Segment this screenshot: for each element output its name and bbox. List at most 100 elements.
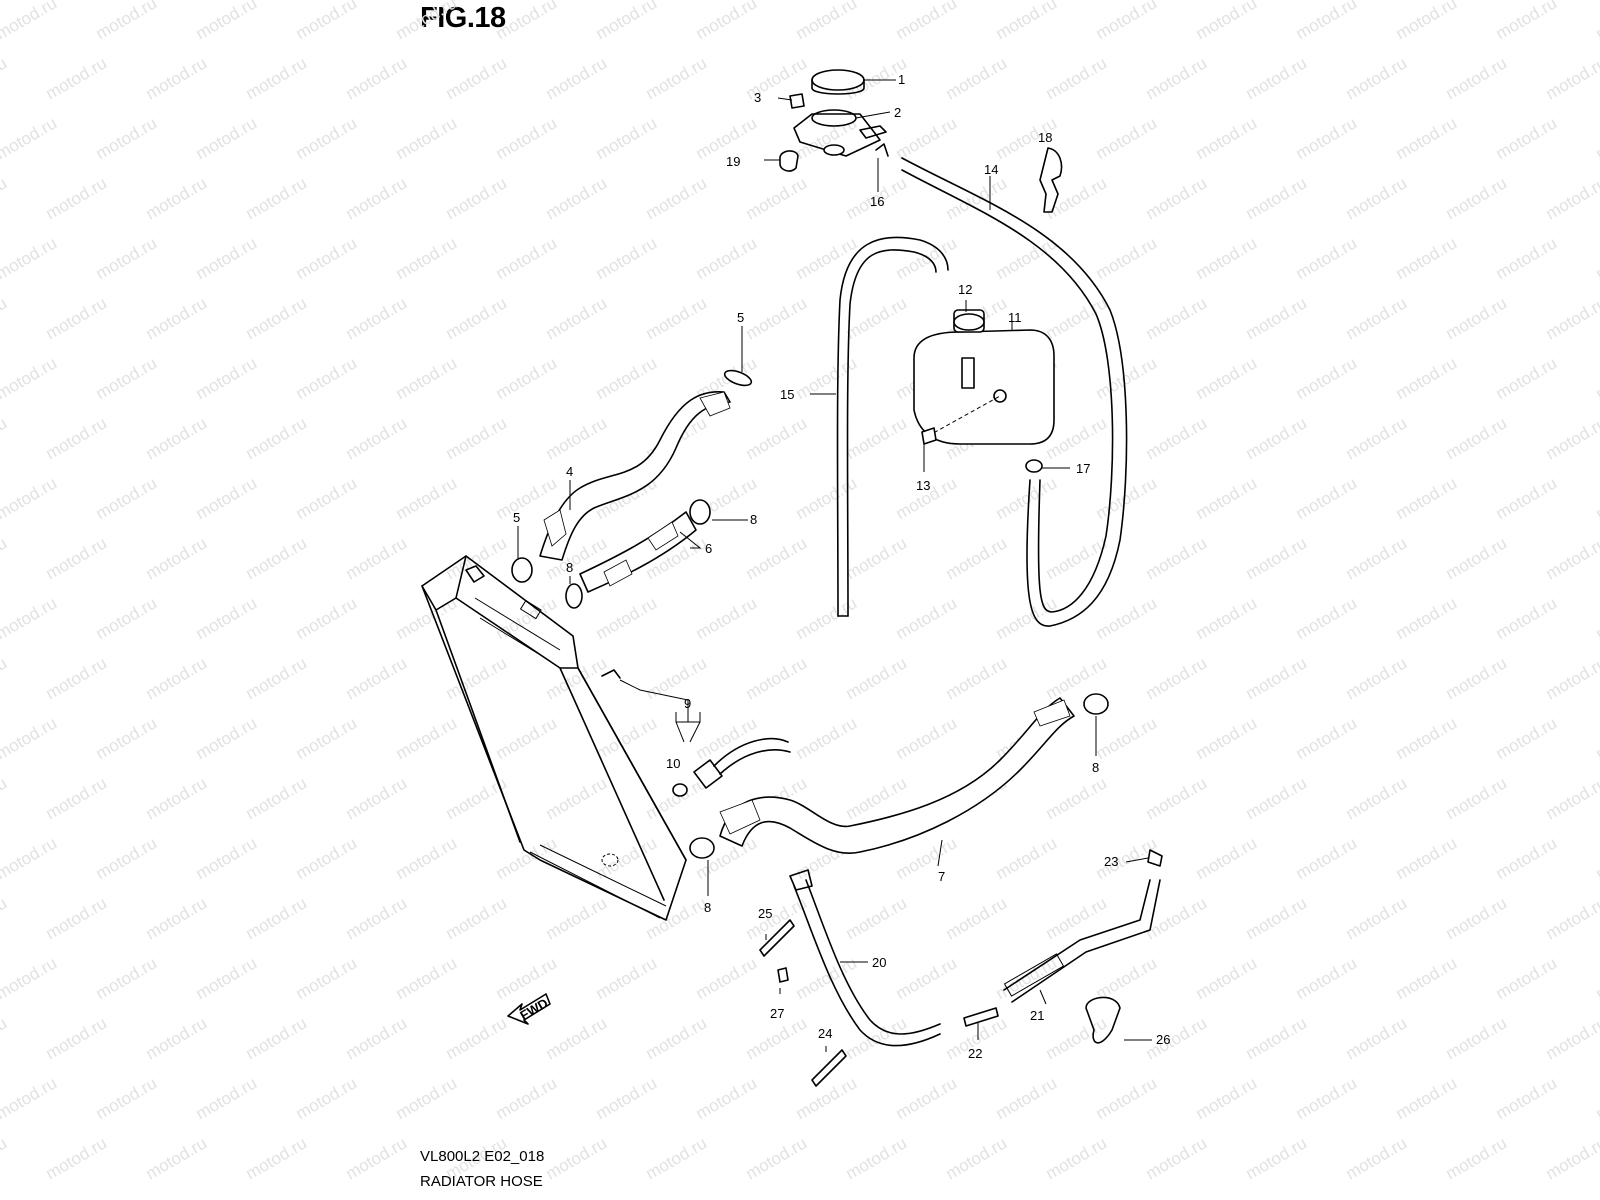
watermark-text: motod.ru — [1143, 653, 1211, 703]
watermark-text: motod.ru — [1543, 653, 1600, 703]
filler-neck-assembly — [779, 69, 1063, 213]
watermark-text: motod.ru — [1593, 473, 1600, 523]
watermark-text: motod.ru — [793, 353, 861, 403]
watermark-text: motod.ru — [1543, 173, 1600, 223]
watermark-text: motod.ru — [893, 1073, 961, 1123]
watermark-text: motod.ru — [543, 173, 611, 223]
watermark-text: motod.ru — [1193, 233, 1261, 283]
watermark-text: motod.ru — [1293, 353, 1361, 403]
watermark-text: motod.ru — [593, 113, 661, 163]
watermark-text: motod.ru — [343, 1133, 411, 1183]
watermark-text: motod.ru — [1243, 1133, 1311, 1183]
watermark-text: motod.ru — [1393, 593, 1461, 643]
watermark-text: motod.ru — [243, 1013, 311, 1063]
watermark-text: motod.ru — [1493, 593, 1561, 643]
watermark-text: motod.ru — [1543, 293, 1600, 343]
callout-11: 11 — [1008, 310, 1022, 325]
watermark-text: motod.ru — [1243, 413, 1311, 463]
watermark-text: motod.ru — [43, 413, 111, 463]
watermark-text: motod.ru — [0, 1133, 10, 1183]
callout-9: 9 — [684, 696, 691, 711]
watermark-text: motod.ru — [793, 1073, 861, 1123]
reservoir-hoses — [836, 157, 1128, 627]
watermark-text: motod.ru — [1543, 1133, 1600, 1183]
watermark-text: motod.ru — [1243, 893, 1311, 943]
watermark-text: motod.ru — [1593, 353, 1600, 403]
watermark-text: motod.ru — [1093, 713, 1161, 763]
callout-23: 23 — [1104, 854, 1118, 869]
watermark-text: motod.ru — [543, 1133, 611, 1183]
watermark-text: motod.ru — [593, 713, 661, 763]
watermark-text: motod.ru — [1143, 533, 1211, 583]
watermark-text: motod.ru — [1243, 293, 1311, 343]
watermark-text: motod.ru — [293, 1073, 361, 1123]
watermark-text: motod.ru — [43, 173, 111, 223]
callout-26: 26 — [1156, 1032, 1170, 1047]
watermark-text: motod.ru — [843, 293, 911, 343]
watermark-text: motod.ru — [0, 713, 60, 763]
diagram-code: VL800L2 E02_018 — [420, 1148, 545, 1165]
watermark-text: motod.ru — [1143, 1133, 1211, 1183]
watermark-text: motod.ru — [1493, 233, 1561, 283]
watermark-text: motod.ru — [1443, 533, 1511, 583]
watermark-text: motod.ru — [193, 833, 261, 883]
watermark-text: motod.ru — [743, 173, 811, 223]
watermark-text: motod.ru — [693, 953, 761, 1003]
watermark-text: motod.ru — [93, 713, 161, 763]
watermark-text: motod.ru — [93, 233, 161, 283]
watermark-text: motod.ru — [343, 1013, 411, 1063]
watermark-text: motod.ru — [493, 113, 561, 163]
watermark-text: motod.ru — [293, 233, 361, 283]
watermark-text: motod.ru — [0, 953, 60, 1003]
watermark-text: motod.ru — [0, 233, 60, 283]
watermark-text: motod.ru — [0, 173, 10, 223]
watermark-text: motod.ru — [1443, 773, 1511, 823]
watermark-text: motod.ru — [1043, 1133, 1111, 1183]
callout-7: 7 — [938, 869, 945, 884]
callout-17: 17 — [1076, 461, 1090, 476]
watermark-text: motod.ru — [1443, 53, 1511, 103]
watermark-text: motod.ru — [1243, 173, 1311, 223]
thermo-switch — [672, 737, 791, 797]
watermark-text: motod.ru — [193, 953, 261, 1003]
watermark-text: motod.ru — [1243, 533, 1311, 583]
watermark-text: motod.ru — [1593, 953, 1600, 1003]
watermark-text: motod.ru — [1193, 953, 1261, 1003]
watermark-text: motod.ru — [0, 893, 10, 943]
watermark-text: motod.ru — [993, 1073, 1061, 1123]
watermark-text: motod.ru — [643, 53, 711, 103]
watermark-text: motod.ru — [443, 893, 511, 943]
watermark-text: motod.ru — [593, 233, 661, 283]
watermark-text: motod.ru — [793, 0, 861, 43]
callout-25: 25 — [758, 906, 772, 921]
watermark-text: motod.ru — [1143, 173, 1211, 223]
callout-27: 27 — [770, 1006, 784, 1021]
fwd-label: FWD — [517, 995, 550, 1023]
watermark-text: motod.ru — [693, 0, 761, 43]
coolant-reservoir — [913, 309, 1055, 445]
fwd-arrow-icon: FWD — [507, 993, 551, 1025]
watermark-text: motod.ru — [1093, 1073, 1161, 1123]
watermark-text: motod.ru — [1293, 0, 1361, 43]
watermark-text: motod.ru — [693, 233, 761, 283]
watermark-text: motod.ru — [243, 533, 311, 583]
watermark-text: motod.ru — [493, 953, 561, 1003]
watermark-text: motod.ru — [343, 893, 411, 943]
watermark-text: motod.ru — [443, 653, 511, 703]
watermark-text: motod.ru — [493, 713, 561, 763]
watermark-text: motod.ru — [1093, 953, 1161, 1003]
lower-hose — [719, 697, 1075, 854]
watermark-text: motod.ru — [1043, 893, 1111, 943]
callout-20: 20 — [872, 955, 886, 970]
watermark-text: motod.ru — [443, 53, 511, 103]
watermark-text: motod.ru — [1443, 173, 1511, 223]
watermark-text: motod.ru — [1393, 1073, 1461, 1123]
watermark-text: motod.ru — [1093, 593, 1161, 643]
watermark-text: motod.ru — [93, 0, 161, 43]
watermark-text: motod.ru — [1293, 713, 1361, 763]
watermark-text: motod.ru — [0, 833, 60, 883]
watermark-text: motod.ru — [343, 173, 411, 223]
watermark-text: motod.ru — [243, 293, 311, 343]
watermark-text: motod.ru — [593, 593, 661, 643]
